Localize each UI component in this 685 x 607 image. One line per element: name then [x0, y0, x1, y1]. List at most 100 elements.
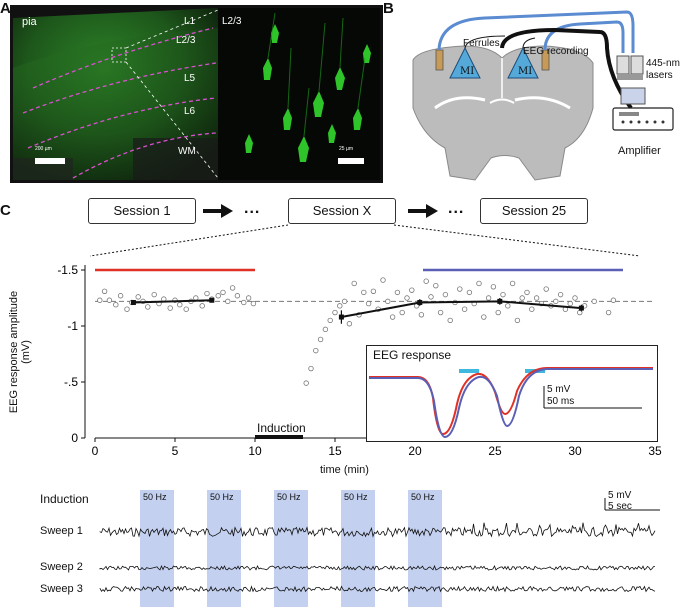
scatter-point — [457, 286, 463, 292]
eeg-recording-label: EEG recording — [523, 46, 589, 57]
scatter-point — [423, 278, 429, 284]
scatter-point — [327, 317, 333, 324]
x-tick-label: 30 — [568, 444, 582, 458]
eeg-response-inset: EEG response 5 mV 50 ms — [366, 345, 658, 442]
scatter-point — [533, 295, 540, 301]
stim-label-2: 50 Hz — [210, 492, 234, 502]
scatter-point — [97, 297, 103, 303]
scatter-point — [106, 297, 113, 303]
scatter-point — [529, 306, 535, 312]
scatter-point — [389, 314, 396, 320]
scatter-point — [365, 300, 372, 307]
scatter-point — [466, 289, 473, 296]
y-tick-label: -.5 — [64, 375, 78, 389]
scatter-point — [245, 295, 252, 301]
scatter-point — [404, 295, 410, 301]
scatter-point — [572, 295, 578, 301]
ellipsis-1: ... — [244, 200, 261, 217]
scatter-point — [151, 291, 157, 298]
amplifier-label: Amplifier — [618, 145, 661, 157]
scatter-point — [322, 326, 329, 333]
session-1-box: Session 1 — [88, 198, 196, 224]
panel-label-c: C — [0, 202, 11, 219]
chart-scatter — [97, 277, 617, 386]
sweep-1-label: Sweep 1 — [40, 525, 83, 537]
scatter-point — [229, 285, 236, 291]
sweep-trace — [99, 585, 656, 593]
scatter-point — [524, 289, 530, 296]
stim-label-5: 50 Hz — [411, 492, 435, 502]
scatter-point — [199, 303, 205, 309]
scatter-point — [313, 347, 319, 354]
scatter-point — [317, 336, 324, 343]
sweeps-induction-label: Induction — [40, 492, 89, 506]
scatter-point — [490, 284, 497, 290]
y-tick-label: 0 — [71, 431, 78, 445]
scatter-point — [567, 300, 573, 307]
sweep-3-label: Sweep 3 — [40, 583, 83, 595]
mean-point — [497, 298, 503, 304]
scatter-point — [193, 295, 199, 301]
label-pia: pia — [22, 16, 37, 28]
label-zoom-l23: L2/3 — [222, 16, 242, 27]
chart-bars — [95, 268, 623, 439]
scatter-point — [234, 293, 241, 299]
mean-line — [341, 300, 582, 319]
scatter-point — [385, 298, 391, 305]
scatter-point — [167, 305, 173, 311]
label-wm: WM — [178, 146, 196, 157]
optogenetics-schematic — [412, 10, 674, 181]
scatter-point — [351, 280, 357, 287]
scatter-point — [177, 302, 183, 308]
sweep-trace — [99, 564, 656, 571]
y-tick-label: -1 — [67, 319, 78, 333]
stim-window — [341, 490, 375, 607]
ellipsis-2: ... — [448, 200, 465, 217]
stimulation-shades — [140, 490, 442, 607]
scalebar-left-label: 200 µm — [35, 146, 52, 152]
x-axis-label: time (min) — [320, 464, 369, 476]
scatter-point — [145, 304, 151, 310]
stim-window — [207, 490, 241, 607]
scatter-point — [380, 277, 386, 283]
stim-window — [408, 490, 442, 607]
inset-scale-mv: 5 mV — [547, 384, 571, 395]
lasers-label: 445-nm lasers — [646, 58, 680, 81]
scatter-point — [361, 289, 367, 296]
scatter-point — [500, 291, 506, 298]
panel-label-b: B — [383, 0, 394, 17]
mean-point — [417, 299, 423, 305]
scatter-point — [241, 299, 247, 306]
x-tick-label: 20 — [408, 444, 422, 458]
scatter-point — [610, 297, 617, 303]
sweep-scale-sec: 5 sec — [608, 501, 632, 512]
scatter-point — [442, 291, 449, 298]
scatter-point — [215, 293, 221, 299]
x-tick-label: 25 — [488, 444, 502, 458]
scatter-point — [519, 295, 525, 301]
x-tick-label: 10 — [248, 444, 262, 458]
scatter-point — [447, 317, 453, 324]
eeg-response-traces — [369, 367, 653, 439]
y-tick-label: -1.5 — [57, 263, 78, 277]
x-tick-label: 0 — [92, 444, 99, 458]
scatter-point — [399, 309, 405, 316]
scatter-point — [485, 295, 492, 301]
scatter-point — [370, 288, 377, 294]
label-l1: L1 — [184, 16, 196, 27]
scatter-point — [505, 303, 511, 309]
scatter-point — [303, 380, 309, 386]
scatter-point — [183, 306, 189, 312]
mean-line — [133, 299, 212, 304]
scatter-point — [428, 294, 434, 300]
inset-title: EEG response — [373, 348, 452, 362]
scatter-point — [337, 303, 343, 309]
scatter-point — [332, 309, 338, 316]
x-tick-label: 35 — [648, 444, 662, 458]
label-l5: L5 — [184, 73, 196, 84]
scatter-point — [250, 300, 257, 307]
label-l23: L2/3 — [176, 35, 196, 46]
sweep-traces — [99, 522, 656, 593]
